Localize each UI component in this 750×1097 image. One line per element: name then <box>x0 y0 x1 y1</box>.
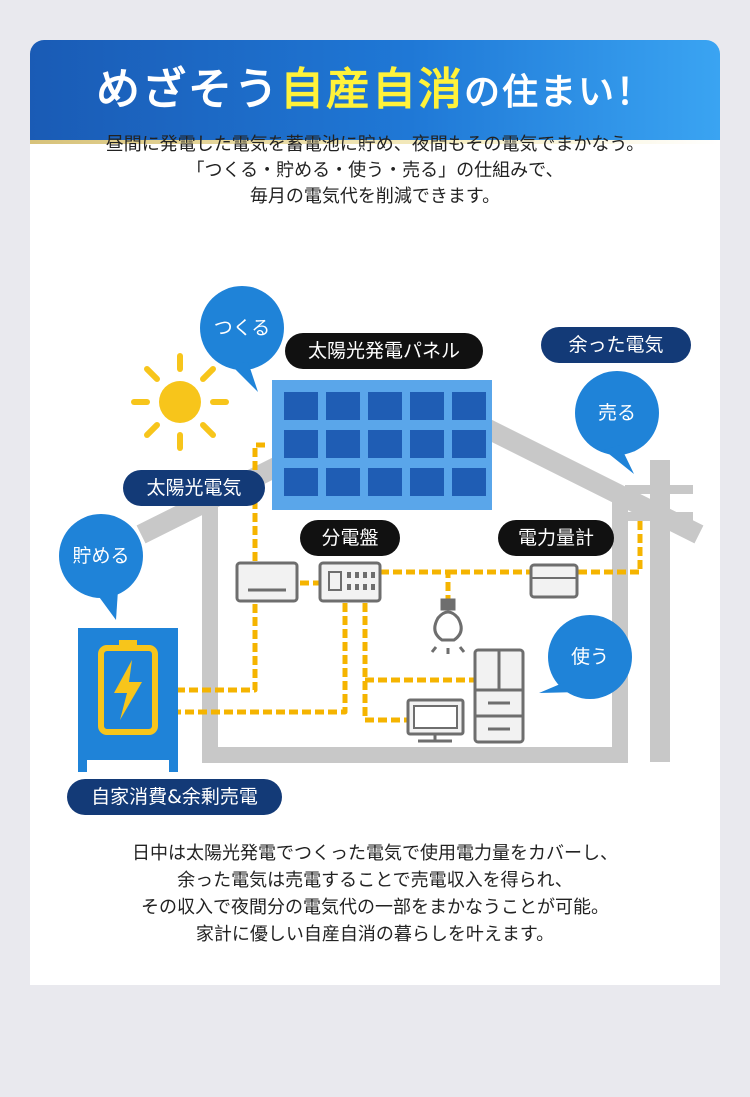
title-highlight: 自産自消 <box>279 64 464 115</box>
intro-text: 昼間に発電した電気を蓄電池に貯め、夜間もその電気でまかなう。 「つくる・貯める・… <box>0 132 750 210</box>
bubble-use <box>539 615 632 699</box>
bubble-make-label: つくる <box>213 317 271 339</box>
bubble-make <box>200 286 284 392</box>
bubble-use-label: 使う <box>570 646 609 668</box>
intro-line-3: 毎月の電気代を削減できます。 <box>249 186 501 207</box>
label-solar-panel: 太陽光発電パネル <box>285 333 483 369</box>
bubble-store-label: 貯める <box>72 545 130 567</box>
utility-pole-icon <box>625 460 693 762</box>
title-part1: めざそう <box>95 64 280 115</box>
bubble-sell-label: 売る <box>597 402 636 424</box>
label-power-meter: 電力量計 <box>498 520 614 556</box>
label-self-consumption: 自家消費&余剰売電 <box>67 779 282 815</box>
lightning-icon <box>114 660 142 720</box>
bubble-sell <box>575 371 659 474</box>
title-banner: めざそう自産自消の住まい！ <box>30 40 720 140</box>
outro-line-4: 家計に優しい自産自消の暮らしを叶えます。 <box>195 924 555 945</box>
outro-text: 日中は太陽光発電でつくった電気で使用電力量をカバーし、 余った電気は売電すること… <box>0 840 750 948</box>
power-conditioner-icon <box>235 561 299 603</box>
title-part2: の住まい！ <box>463 72 654 113</box>
solar-panel-icon <box>272 380 492 510</box>
sun-icon <box>131 353 229 451</box>
banner-underline <box>30 140 720 144</box>
label-solar-power: 太陽光電気 <box>123 470 265 506</box>
page-title: めざそう自産自消の住まい！ <box>30 64 720 119</box>
outro-line-1: 日中は太陽光発電でつくった電気で使用電力量をカバーし、 <box>132 843 618 864</box>
intro-line-2: 「つくる・貯める・使う・売る」の仕組みで、 <box>186 160 564 181</box>
outro-line-2: 余った電気は売電することで売電収入を得られ、 <box>177 870 573 891</box>
tv-icon <box>406 698 465 743</box>
refrigerator-icon <box>473 648 525 744</box>
outro-line-3: その収入で夜間分の電気代の一部をまかなうことが可能。 <box>141 897 609 918</box>
light-bulb-icon <box>430 598 466 654</box>
power-meter-icon <box>529 563 579 599</box>
label-distribution-board: 分電盤 <box>300 520 400 556</box>
battery-icon <box>78 628 178 772</box>
distribution-board-icon <box>318 561 382 603</box>
bubble-store <box>59 514 143 620</box>
intro-line-1: 昼間に発電した電気を蓄電池に貯め、夜間もその電気でまかなう。 <box>105 134 645 155</box>
label-surplus-power: 余った電気 <box>541 327 691 363</box>
content-card: めざそう自産自消の住まい！ <box>30 40 720 985</box>
